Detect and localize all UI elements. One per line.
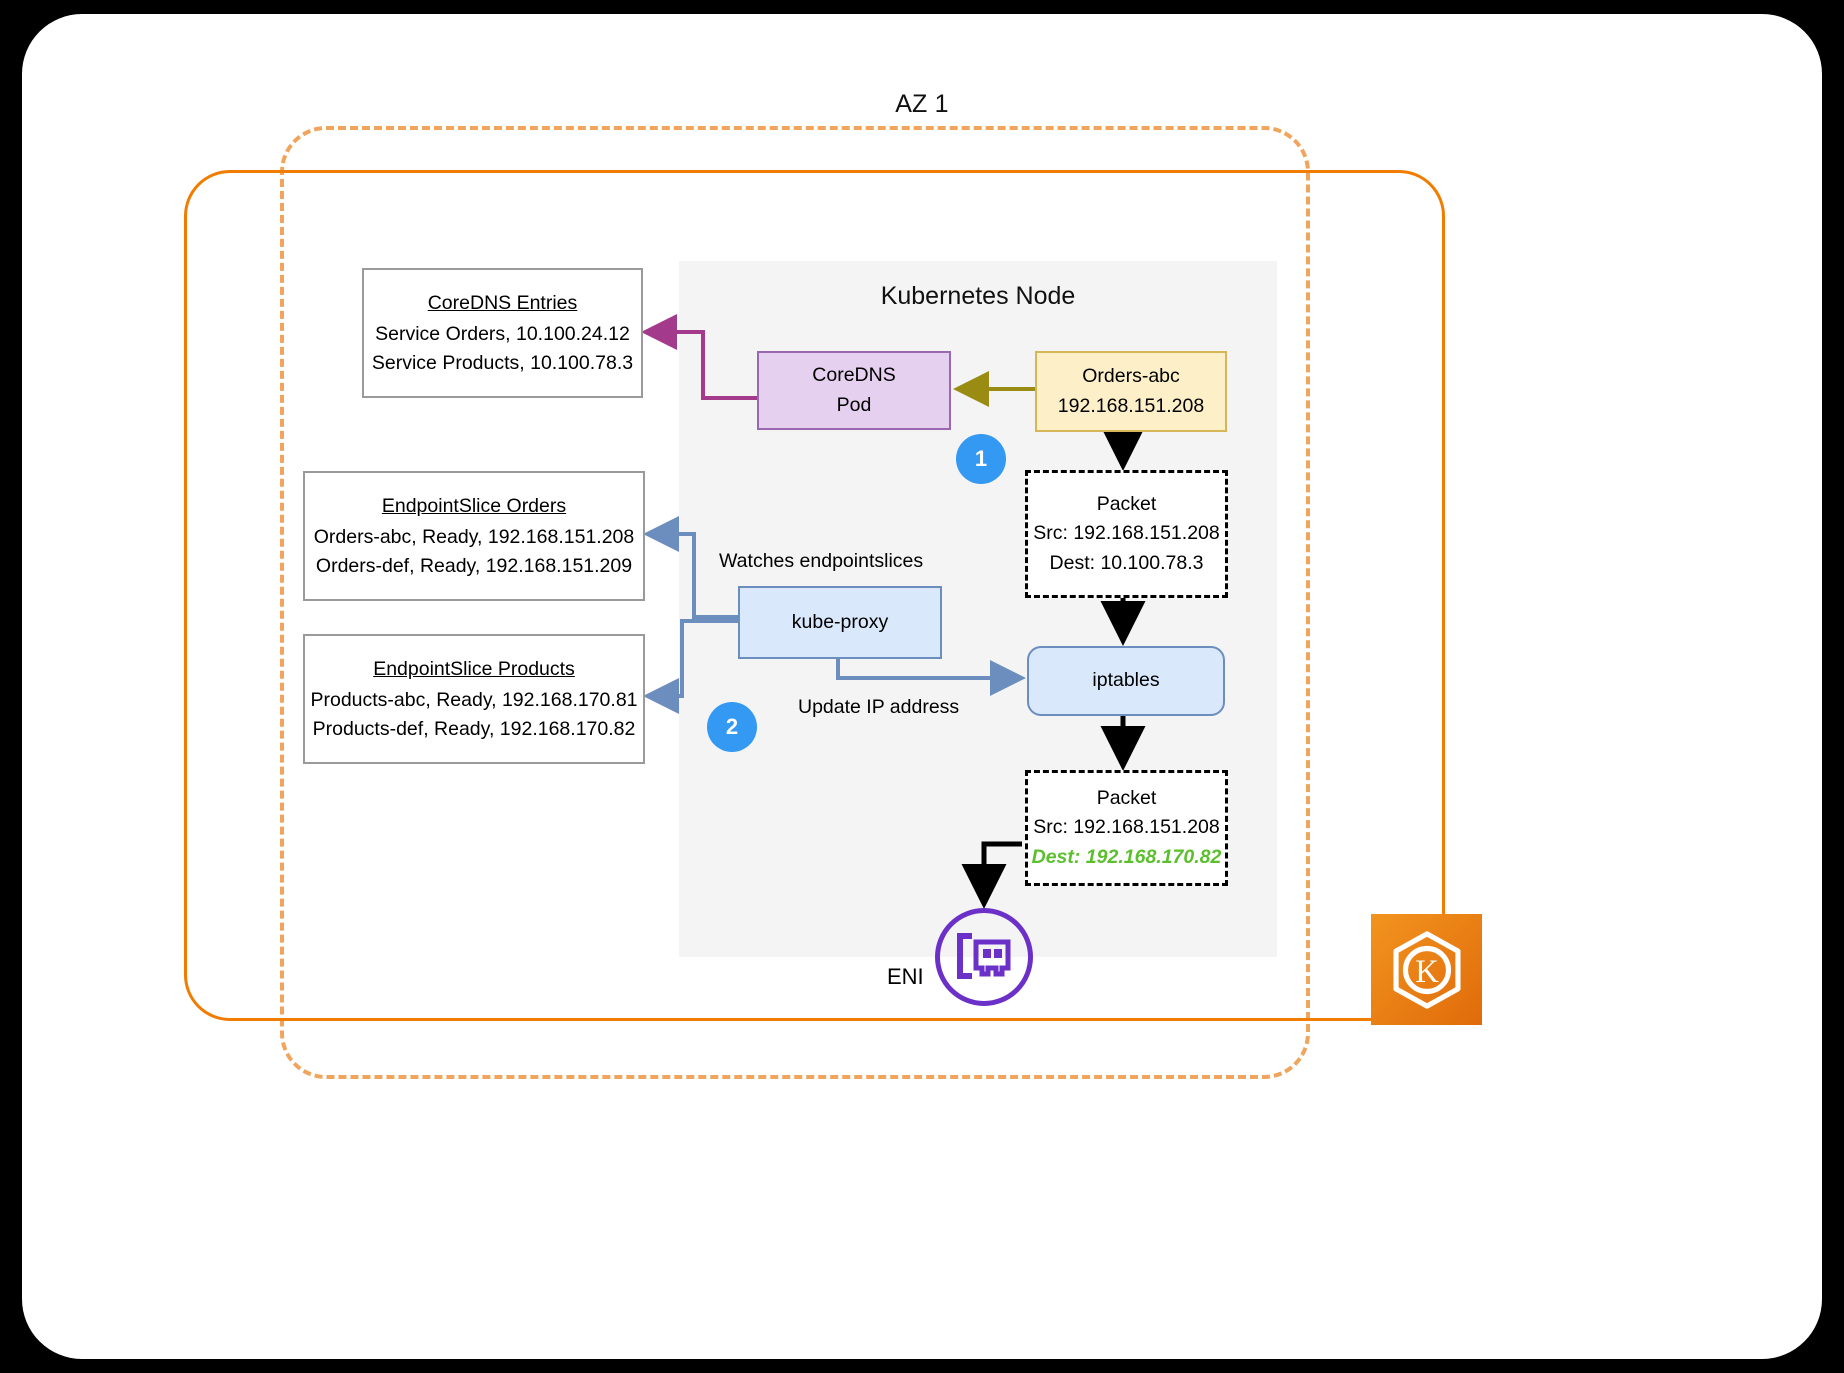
kubernetes-hexagon-icon: K	[1392, 930, 1461, 1009]
region-solid-boundary	[184, 170, 1445, 1021]
endpointslice-products-box: EndpointSlice Products Products-abc, Rea…	[303, 634, 645, 764]
packet-before-src: Src: 192.168.151.208	[1033, 522, 1220, 545]
az-label: AZ 1	[895, 90, 949, 118]
iptables-box: iptables	[1027, 646, 1225, 716]
endpointslice-orders-row: Orders-def, Ready, 192.168.151.209	[315, 554, 633, 577]
packet-before-title: Packet	[1096, 493, 1157, 516]
orders-pod-name: Orders-abc	[1082, 365, 1180, 388]
endpointslice-orders-row: Orders-abc, Ready, 192.168.151.208	[313, 526, 635, 549]
coredns-pod-box: CoreDNS Pod	[757, 351, 951, 430]
network-interface-card-icon	[957, 933, 1011, 979]
coredns-entries-header: CoreDNS Entries	[427, 292, 578, 315]
endpointslice-products-row: Products-def, Ready, 192.168.170.82	[312, 717, 636, 740]
coredns-pod-label-line1: CoreDNS	[812, 364, 896, 387]
coredns-entry-row: Service Orders, 10.100.24.12	[375, 323, 630, 346]
coredns-entry-row: Service Products, 10.100.78.3	[371, 351, 634, 374]
eks-logo-icon: K	[1371, 914, 1482, 1025]
packet-before-nat-box: Packet Src: 192.168.151.208 Dest: 10.100…	[1025, 470, 1228, 598]
packet-after-dest: Dest: 192.168.170.82	[1031, 845, 1222, 868]
coredns-entries-box: CoreDNS Entries Service Orders, 10.100.2…	[362, 268, 643, 398]
packet-before-dest: Dest: 10.100.78.3	[1049, 551, 1204, 574]
step-badge-2: 2	[707, 702, 757, 752]
update-ip-address-label: Update IP address	[798, 696, 960, 718]
endpointslice-products-header: EndpointSlice Products	[373, 658, 575, 681]
kube-proxy-box: kube-proxy	[738, 586, 942, 659]
orders-pod-ip: 192.168.151.208	[1057, 394, 1205, 417]
packet-after-title: Packet	[1096, 787, 1157, 810]
eni-label: ENI	[887, 964, 924, 989]
watches-endpointslices-label: Watches endpointslices	[719, 550, 924, 572]
kube-proxy-label: kube-proxy	[791, 610, 889, 633]
endpointslice-products-row: Products-abc, Ready, 192.168.170.81	[310, 689, 638, 712]
endpointslice-orders-header: EndpointSlice Orders	[381, 495, 567, 518]
coredns-pod-label-line2: Pod	[836, 393, 872, 416]
diagram-canvas: AZ 1 Kubernetes Node	[22, 14, 1822, 1359]
endpointslice-orders-box: EndpointSlice Orders Orders-abc, Ready, …	[303, 471, 645, 601]
eni-icon	[935, 908, 1033, 1006]
kubernetes-node-title: Kubernetes Node	[880, 282, 1076, 310]
step-badge-1: 1	[956, 434, 1006, 484]
packet-after-nat-box: Packet Src: 192.168.151.208 Dest: 192.16…	[1025, 770, 1228, 886]
orders-pod-box: Orders-abc 192.168.151.208	[1035, 351, 1227, 432]
iptables-label: iptables	[1092, 669, 1160, 692]
vpc-dashed-boundary	[280, 126, 1310, 1079]
packet-after-src: Src: 192.168.151.208	[1033, 816, 1220, 839]
svg-text:K: K	[1415, 954, 1439, 990]
